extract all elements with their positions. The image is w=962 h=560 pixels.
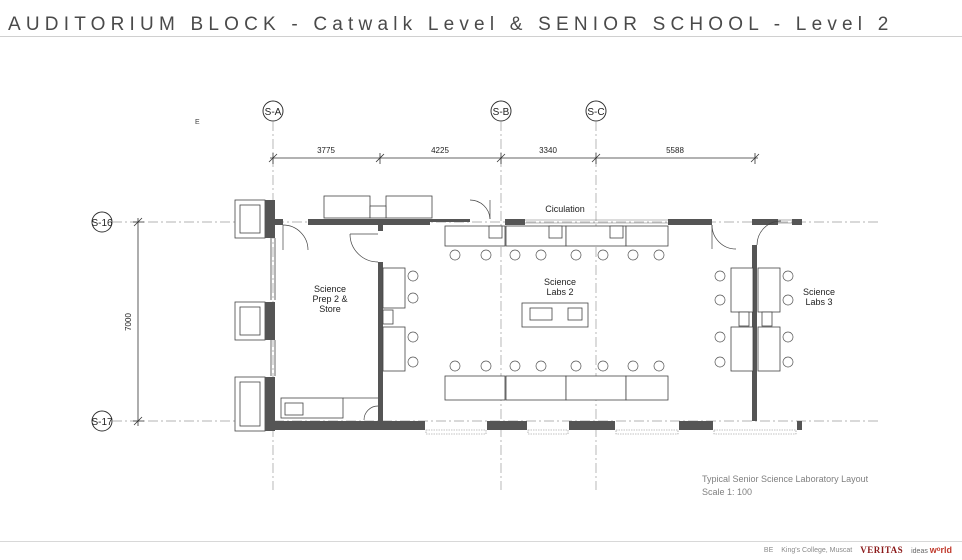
left-facade [234,199,276,432]
room-label-labs3: Science [803,287,835,297]
room-label-prep: Prep 2 & [312,294,347,304]
grid-label: S-17 [91,417,113,428]
grid-column-S-C: S-C [585,100,607,122]
grid-label: S-16 [91,218,113,229]
dimension-line-top [268,153,760,164]
benches-left [382,267,406,372]
walls [265,219,802,430]
grid-row-S-17: S-17 [91,410,113,432]
demo-bench [521,302,589,328]
room-label-labs3: Labs 3 [805,297,832,307]
prep-furniture [280,397,378,419]
grid-column-S-A: S-A [262,100,284,122]
top-units [323,195,433,219]
grid-row-S-16: S-16 [91,211,113,233]
stools [407,249,794,372]
dimension-line-side [133,217,144,426]
footer-school: King's College, Muscat [781,546,853,554]
grid-label: S-B [493,107,510,118]
plan-scale: Scale 1: 100 [702,487,753,497]
grid-label: S-A [265,107,282,118]
dimension-label: 5588 [666,146,684,155]
doors [282,199,782,421]
plan-caption: Typical Senior Science Laboratory Layout [702,474,869,484]
room-label-prep: Store [319,304,341,314]
ideas-world-logo-icon: ideas wᵒrld [911,545,952,555]
grid-label: S-C [587,107,604,118]
left-columns [265,200,275,431]
glazing-bottom [425,429,797,435]
page-title: AUDITORIUM BLOCK - Catwalk Level & SENIO… [8,14,894,35]
room-label-prep: Science [314,284,346,294]
grid-column-S-B: S-B [490,100,512,122]
benches-bottom [444,375,669,401]
footer: BE King's College, Muscat VERITAS ideas … [764,545,952,555]
benches-top [444,225,669,247]
benches-labs3 [730,267,781,372]
title-divider [0,36,962,37]
dimension-label: 4225 [431,146,449,155]
room-label-labs2: Science [544,277,576,287]
dimension-label: 3775 [317,146,335,155]
room-label-circulation: Ciculation [545,204,585,214]
mark-e: E [195,119,200,126]
veritas-logo-icon: VERITAS [860,545,904,555]
footer-code: BE [763,546,774,554]
footer-divider [0,541,962,542]
room-label-labs2: Labs 2 [546,287,573,297]
dimension-label: 7000 [124,313,133,331]
dimension-label: 3340 [539,146,557,155]
glazing-top [525,219,792,224]
